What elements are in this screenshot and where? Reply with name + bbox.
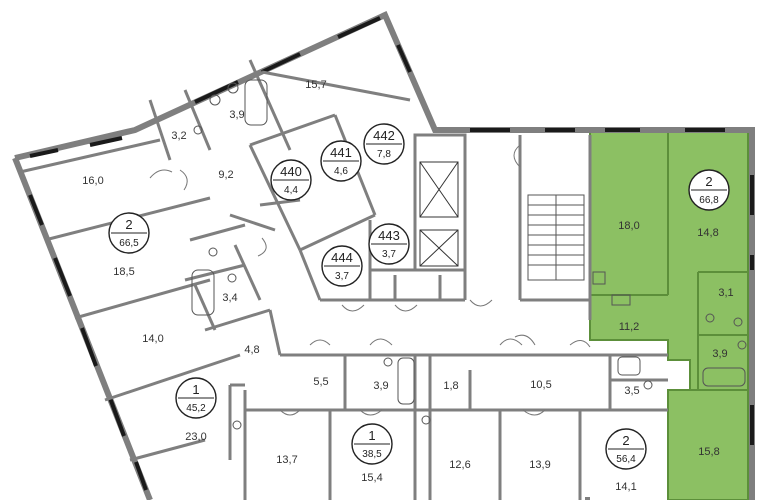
kitchen-counter-icon [611, 294, 631, 306]
badge-number: 2 [125, 217, 132, 232]
sink-icon [227, 82, 239, 94]
elevator-1 [419, 161, 459, 218]
bathtub-icon [397, 357, 415, 405]
badge-number: 2 [622, 433, 629, 448]
room-area: 4,8 [244, 344, 259, 356]
interior-walls [19, 59, 668, 500]
elevators [419, 161, 459, 267]
badge-number: 442 [373, 128, 395, 143]
toilet-icon [421, 415, 431, 425]
room-area: 23,0 [185, 431, 206, 443]
room-area: 11,2 [619, 321, 640, 333]
room-area: 3,9 [712, 348, 727, 360]
room-labels: 15,7 3,9 3,2 16,0 9,2 18,5 3,4 14,0 4,8 … [82, 79, 733, 493]
doors [149, 144, 591, 416]
badge-area: 7,8 [377, 149, 391, 160]
sink-icon [737, 340, 747, 350]
badge-area: 66,8 [699, 195, 719, 206]
room-area: 16,0 [82, 175, 103, 187]
staircase [527, 194, 585, 281]
badge-apartment-1-bottom[interactable]: 1 38,5 [351, 423, 393, 465]
badge-443[interactable]: 443 3,7 [368, 223, 410, 265]
badge-area: 4,4 [284, 185, 298, 196]
room-area: 12,6 [449, 459, 470, 471]
room-area: 13,9 [529, 459, 550, 471]
room-area: 9,2 [218, 169, 233, 181]
room-area: 5,5 [313, 376, 328, 388]
bathtub-icon [244, 79, 268, 126]
badge-area: 45,2 [186, 403, 206, 414]
badge-area: 3,7 [382, 249, 396, 260]
room-area: 3,9 [373, 380, 388, 392]
windows [28, 16, 754, 491]
fixtures [191, 79, 747, 430]
toilet-icon [643, 380, 653, 390]
toilet-icon [209, 94, 221, 106]
sink-icon [227, 273, 237, 283]
badge-441[interactable]: 441 4,6 [320, 140, 362, 182]
sink-icon [733, 317, 743, 327]
bathtub-icon [191, 269, 215, 316]
room-area: 3,1 [718, 287, 733, 299]
badge-440[interactable]: 440 4,4 [270, 159, 312, 201]
elevator-2 [419, 229, 459, 267]
badge-number: 1 [368, 428, 375, 443]
badge-number: 441 [330, 145, 352, 160]
badge-area: 66,5 [119, 238, 139, 249]
badge-apartment-1-left[interactable]: 1 45,2 [175, 377, 217, 419]
room-area: 3,4 [222, 292, 237, 304]
highlighted-apartment[interactable] [589, 129, 749, 500]
room-area: 14,8 [697, 227, 718, 239]
room-area: 18,0 [618, 220, 639, 232]
badge-444[interactable]: 444 3,7 [321, 245, 363, 287]
badge-area: 3,7 [335, 271, 349, 282]
sink-icon [383, 357, 393, 367]
room-area: 13,7 [276, 454, 297, 466]
bathtub-icon [617, 356, 641, 376]
room-area: 3,2 [171, 130, 186, 142]
badge-area: 38,5 [362, 449, 382, 460]
room-area: 1,8 [443, 380, 458, 392]
bathtub-icon [702, 367, 746, 387]
room-area: 3,9 [229, 109, 244, 121]
badge-number: 443 [378, 228, 400, 243]
badge-area: 56,4 [616, 454, 636, 465]
room-area: 14,0 [142, 333, 163, 345]
room-area: 14,1 [615, 481, 636, 493]
badge-number: 1 [192, 382, 199, 397]
badge-number: 444 [331, 250, 353, 265]
sink-icon [232, 420, 242, 430]
badge-apartment-2-right[interactable]: 2 66,8 [688, 169, 730, 211]
toilet-icon [193, 125, 203, 135]
kitchen-sink-icon [592, 271, 606, 285]
toilet-icon [705, 313, 715, 323]
badge-apartment-2-left[interactable]: 2 66,5 [108, 212, 150, 254]
badge-442[interactable]: 442 7,8 [363, 123, 405, 165]
room-area: 15,4 [361, 472, 382, 484]
room-area: 15,8 [698, 446, 719, 458]
badge-number: 440 [280, 164, 302, 179]
room-area: 15,7 [305, 79, 326, 91]
badge-number: 2 [705, 174, 712, 189]
badge-apartment-2-bottom[interactable]: 2 56,4 [605, 428, 647, 470]
badge-area: 4,6 [334, 166, 348, 177]
toilet-icon [208, 247, 218, 257]
room-area: 18,5 [113, 266, 134, 278]
room-area: 10,5 [530, 379, 551, 391]
room-area: 3,5 [624, 385, 639, 397]
